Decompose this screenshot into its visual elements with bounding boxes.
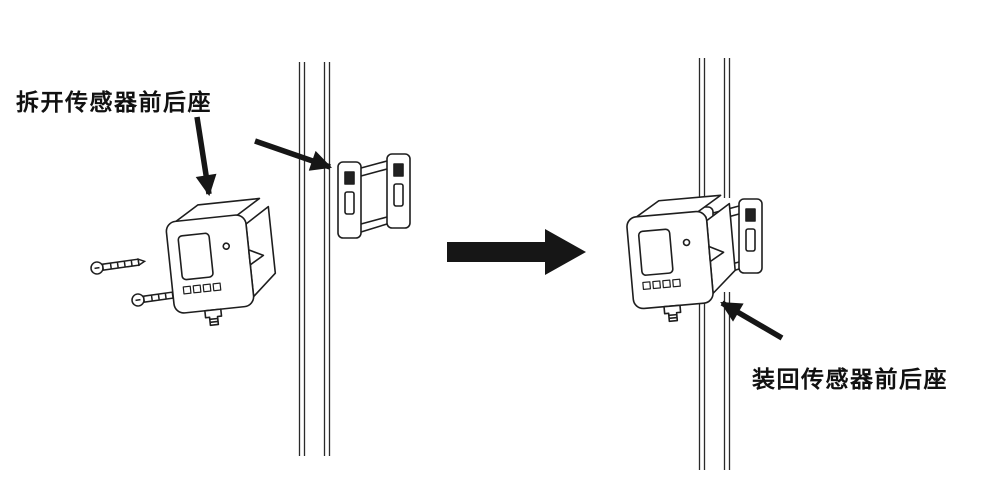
label-reassemble: 装回传感器前后座 — [752, 367, 948, 392]
rear-seat-bracket — [337, 153, 411, 239]
label-disassemble: 拆开传感器前后座 — [16, 90, 212, 115]
assembled-sensor-unit — [624, 193, 766, 326]
pointer-arrow-to-assembled-icon — [720, 300, 784, 341]
pipe-left — [298, 62, 331, 456]
screw-upper — [89, 254, 147, 276]
sensor-front-unit — [163, 196, 281, 330]
pointer-arrow-to-sensor-icon — [194, 116, 217, 197]
pointer-arrow-to-bracket-icon — [254, 138, 332, 171]
transition-arrow-icon — [447, 229, 586, 275]
